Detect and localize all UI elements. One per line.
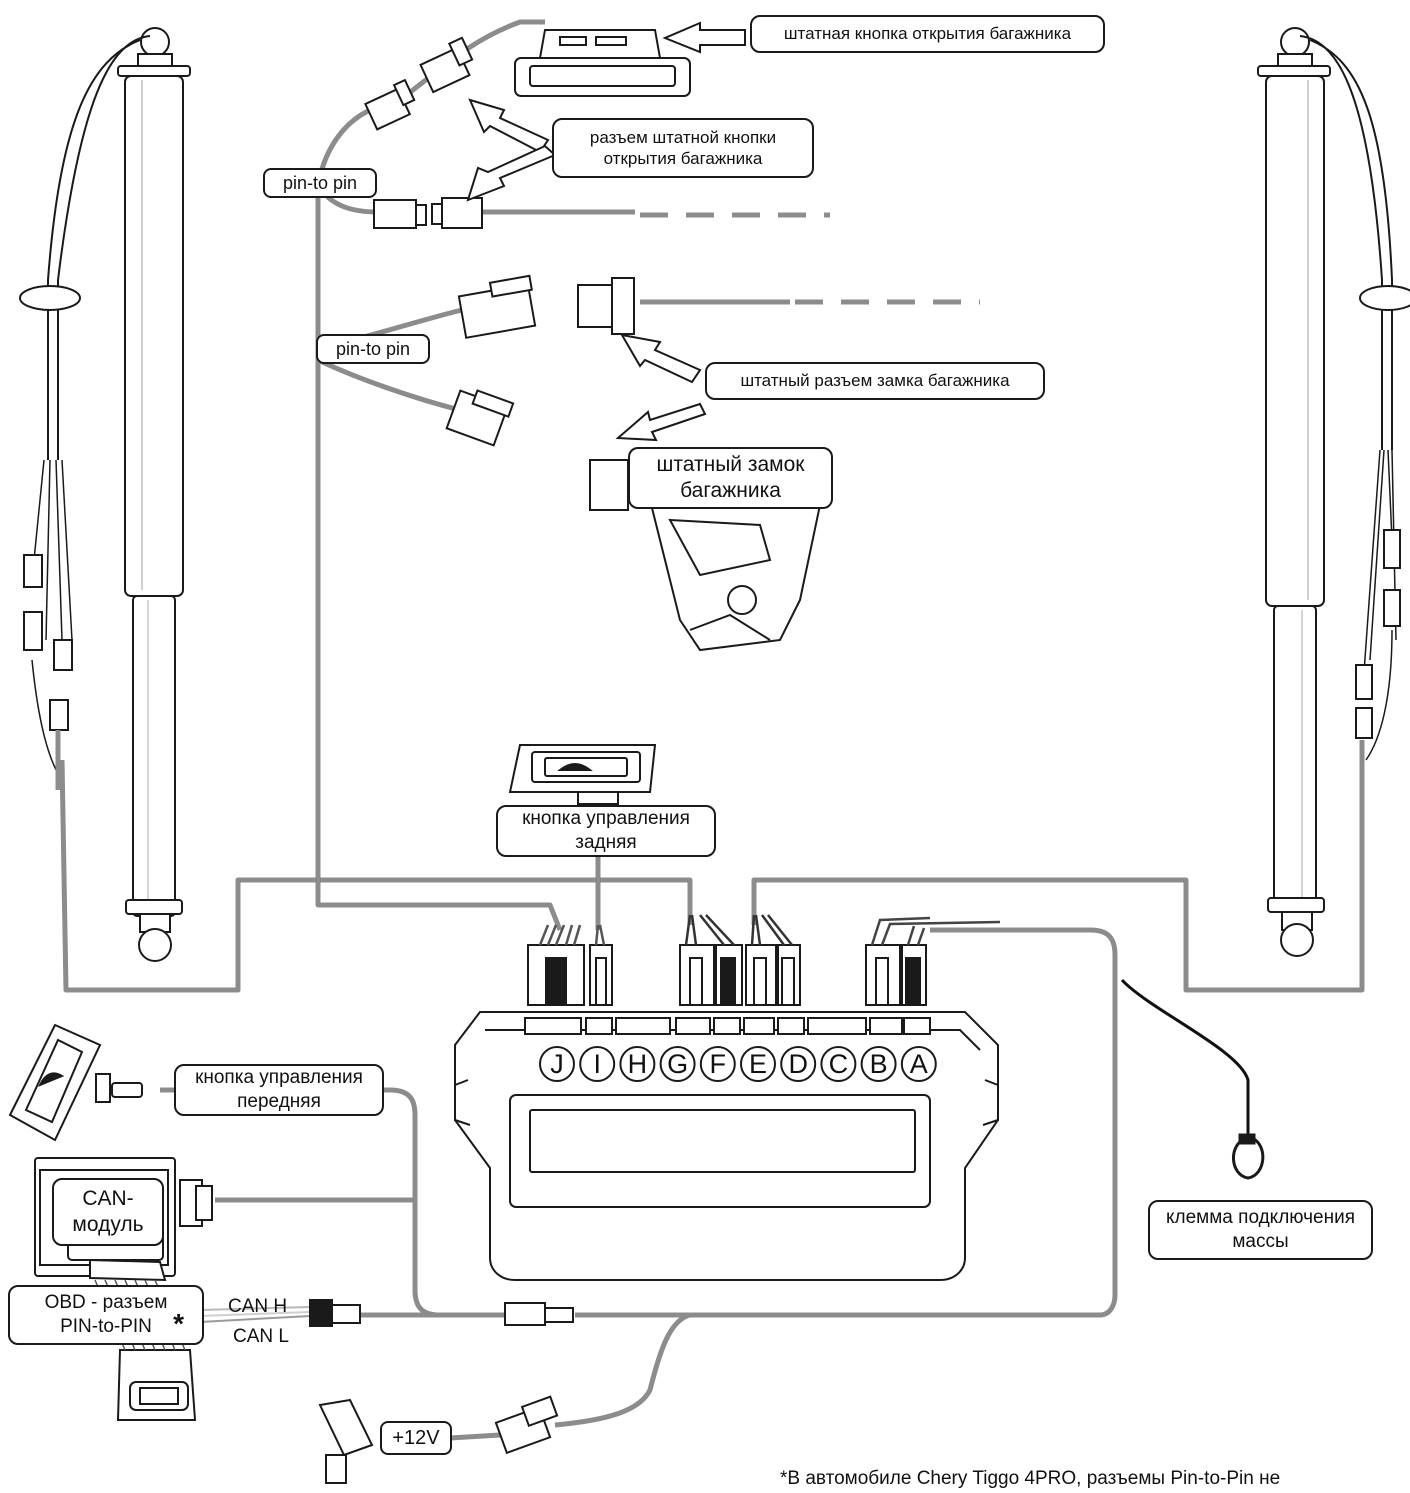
obd-asterisk: * — [173, 1308, 184, 1339]
port-letter: F — [710, 1049, 727, 1079]
left-gas-strut — [117, 27, 191, 962]
port-circle — [539, 1046, 575, 1082]
port-letter: H — [628, 1049, 648, 1079]
ground-terminal-icon — [1232, 1133, 1265, 1180]
right-strut-cable — [1299, 35, 1410, 761]
port-letter: E — [749, 1049, 767, 1079]
arrow-icons-lock — [615, 333, 707, 442]
port-f: F — [699, 1046, 736, 1082]
port-circle — [820, 1046, 857, 1082]
rear-control-button-icon — [508, 744, 657, 805]
port-h: H — [619, 1046, 656, 1082]
port-circle — [860, 1046, 897, 1082]
main-harness — [59, 19, 1365, 1441]
arrow-icon — [662, 21, 746, 54]
ground-terminal-label: клемма подключения массы — [1148, 1200, 1373, 1260]
can-h-label: CAN H — [228, 1296, 288, 1317]
left-strut-cable — [19, 35, 151, 790]
port-g: G — [659, 1046, 696, 1082]
port-letter: J — [550, 1049, 564, 1079]
right-gas-strut — [1257, 27, 1331, 957]
rear-button-label: кнопка управления задняя — [496, 805, 716, 857]
port-circle — [579, 1046, 616, 1082]
can-junction-connectors — [309, 1299, 574, 1327]
std-lock-label: штатный замок багажника — [628, 447, 833, 509]
port-circle — [699, 1046, 736, 1082]
unit-plug-wires — [538, 914, 1001, 946]
port-circle — [900, 1046, 937, 1082]
obd-connector-label: OBD - разъем PIN-to-PIN * — [8, 1285, 204, 1345]
can-module-label: CAN- модуль — [52, 1178, 164, 1246]
port-b: B — [860, 1046, 897, 1082]
port-i: I — [579, 1046, 616, 1082]
std-lock-connector-label: штатный разъем замка багажника — [705, 362, 1045, 400]
std-trunk-button-connector-label: разъем штатной кнопки открытия багажника — [552, 118, 814, 178]
port-a: A — [900, 1046, 937, 1082]
power-fuse-connector-icon — [318, 1395, 559, 1484]
unit-plug-connectors — [527, 944, 927, 1006]
lock-connector-icons — [445, 274, 635, 447]
pin-to-pin-mid-label: pin-to pin — [316, 334, 430, 364]
obd-can-wires — [199, 1306, 311, 1323]
power-label: +12V — [380, 1421, 452, 1455]
port-letter: I — [593, 1049, 601, 1079]
obd-connector-text: OBD - разъем PIN-to-PIN — [44, 1292, 168, 1337]
port-letter: A — [910, 1049, 928, 1079]
footnote: *В автомобиле Chery Tiggo 4PRO, разъемы … — [780, 1468, 1281, 1489]
pin-to-pin-top-label: pin-to pin — [263, 168, 377, 198]
ground-wire — [1120, 978, 1250, 1138]
port-letter: B — [870, 1049, 888, 1079]
front-button-label: кнопка управления передняя — [174, 1064, 384, 1116]
trunk-lock-icon — [589, 459, 822, 652]
port-e: E — [740, 1046, 776, 1082]
port-circle — [619, 1046, 656, 1082]
arrow-icons-connector — [466, 98, 557, 202]
std-trunk-button-icon — [514, 29, 691, 97]
port-j: J — [539, 1046, 575, 1082]
port-circle — [780, 1046, 817, 1082]
port-circle — [740, 1046, 776, 1082]
can-l-label: CAN L — [233, 1326, 289, 1347]
port-c: C — [820, 1046, 857, 1082]
front-control-button-icon — [8, 1023, 143, 1142]
port-letter: C — [829, 1049, 849, 1079]
port-circle — [659, 1046, 696, 1082]
port-letter: G — [667, 1049, 688, 1079]
connector-icons-top — [364, 36, 483, 229]
std-trunk-button-label: штатная кнопка открытия багажника — [750, 15, 1105, 53]
port-d: D — [780, 1046, 817, 1082]
port-letter: D — [788, 1049, 808, 1079]
